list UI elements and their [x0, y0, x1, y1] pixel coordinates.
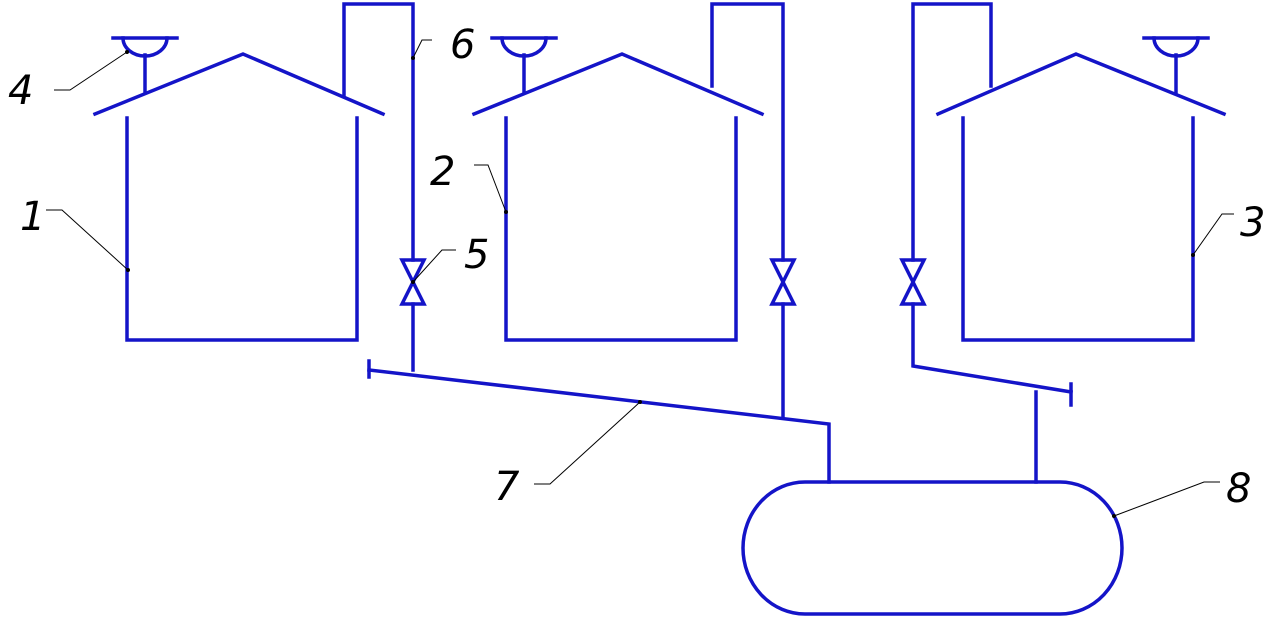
label-4: 4: [8, 68, 33, 114]
tank-1-roof: [92, 52, 386, 117]
tank-2-body: [504, 116, 738, 342]
valve-3-icon: [899, 258, 927, 306]
label-1: 1: [20, 194, 45, 240]
tank-3-roof: [935, 52, 1227, 117]
tank-2-breathing-valve-icon: [490, 36, 558, 94]
collector-pipe: [367, 368, 831, 484]
tank-3: [935, 36, 1227, 342]
tank-1: [92, 36, 386, 342]
label-3: 3: [1240, 200, 1265, 246]
label-7: 7: [494, 464, 520, 510]
tank-2: [471, 36, 765, 342]
pipe-tank-1: [342, 2, 415, 262]
tank-1-breathing-valve-icon: [111, 36, 179, 94]
leader-lines: [46, 39, 1234, 518]
tank-2-roof: [471, 52, 765, 117]
tank-3-breathing-valve-icon: [1142, 36, 1210, 94]
vessel: [741, 480, 1124, 616]
pipe-tank-2: [710, 2, 785, 262]
tank-1-body: [125, 116, 359, 342]
label-2: 2: [430, 149, 455, 195]
label-6: 6: [450, 22, 475, 68]
tank-3-body: [961, 116, 1195, 342]
label-8: 8: [1226, 466, 1251, 512]
pipe-tank-3: [911, 2, 993, 262]
valve-2-icon: [769, 258, 797, 306]
pipe-tank-3-lower: [911, 302, 1074, 395]
valve-1-icon: [399, 258, 427, 306]
label-5: 5: [464, 232, 489, 278]
